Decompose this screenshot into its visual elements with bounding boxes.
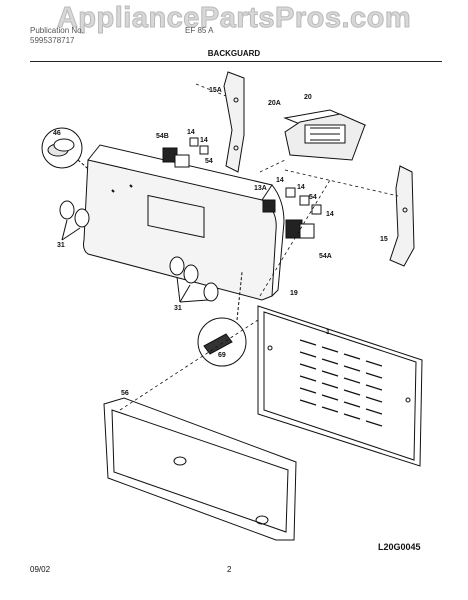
callout-15: 15: [380, 236, 388, 243]
callout-54: 54: [205, 158, 213, 165]
part-19-backguard-panel: [83, 144, 285, 301]
callout-13a: 13A: [254, 185, 267, 192]
diagram-code: L20G0045: [378, 542, 421, 552]
callout-14-e: 14: [326, 211, 334, 218]
callout-54-b: 54: [309, 194, 317, 201]
part-31-knobs-right: [169, 256, 219, 303]
publication-number: 5995378717: [30, 36, 75, 45]
part-15a-bracket: [223, 71, 245, 173]
section-title: BACKGUARD: [207, 49, 261, 58]
callout-14-d: 14: [297, 184, 305, 191]
callout-20a: 20A: [268, 100, 281, 107]
switch-group-lower: [262, 187, 322, 239]
page-number: 2: [227, 565, 232, 574]
part-1-back-panel: [257, 305, 423, 467]
callout-31-left: 31: [57, 242, 65, 249]
callout-31-right: 31: [174, 305, 182, 312]
model-number: EF 85 A: [185, 26, 214, 35]
callout-46: 46: [53, 130, 61, 137]
callout-14-c: 14: [276, 177, 284, 184]
switch-group-upper: [162, 137, 209, 168]
callout-20: 20: [304, 94, 312, 101]
callout-14-b: 14: [200, 137, 208, 144]
callout-54a: 54A: [319, 253, 332, 260]
callout-1: 1: [326, 329, 330, 336]
callout-19: 19: [290, 290, 298, 297]
part-15-bracket: [389, 165, 415, 267]
callout-54b: 54B: [156, 133, 169, 140]
part-31-knobs-left: [59, 200, 90, 241]
callout-69: 69: [218, 352, 226, 359]
part-56-lower-panel: [103, 397, 297, 541]
publication-label: Publication No.: [30, 26, 84, 35]
part-69-screw-detail: [197, 271, 247, 367]
header-rule: [30, 61, 442, 62]
callout-56: 56: [121, 390, 129, 397]
callout-14-a: 14: [187, 129, 195, 136]
callout-15a: 15A: [209, 87, 222, 94]
part-20-electronic-control: [283, 109, 367, 161]
footer-date: 09/02: [30, 565, 51, 574]
